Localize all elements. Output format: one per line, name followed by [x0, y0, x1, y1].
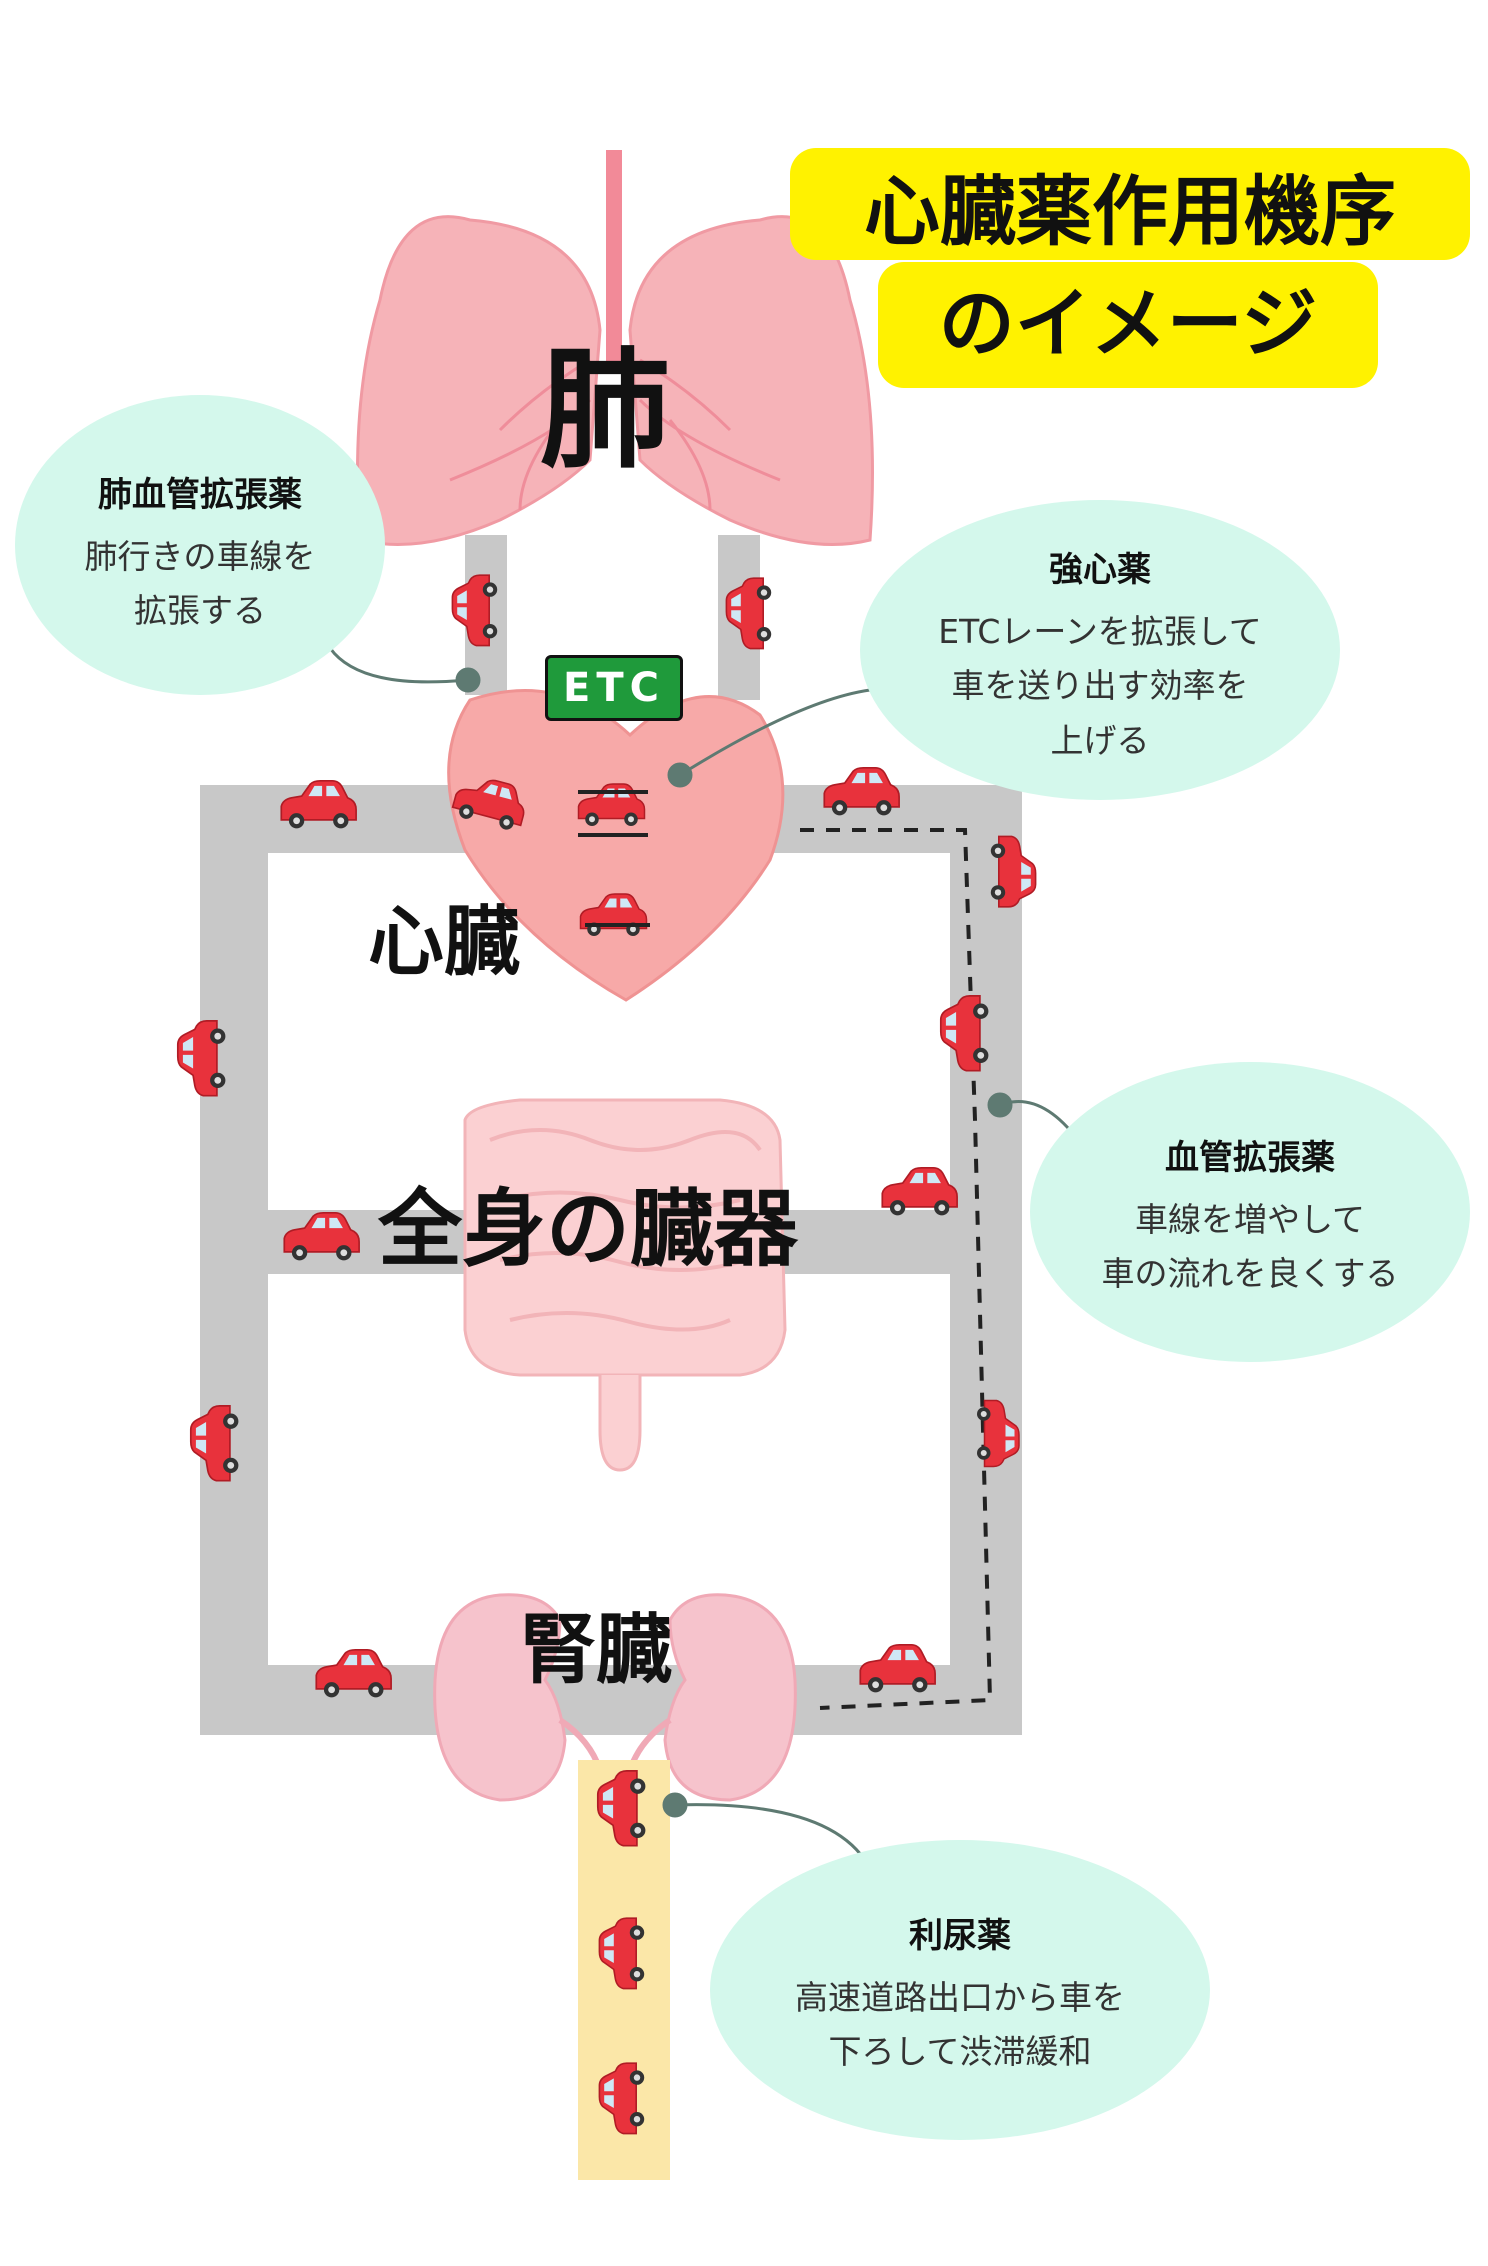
- callout-title: 血管拡張薬: [1030, 1130, 1470, 1179]
- etc-sign: ETC: [545, 655, 683, 721]
- callout-title: 肺血管拡張薬: [15, 467, 385, 516]
- callout-line: ETCレーンを拡張して: [860, 605, 1340, 659]
- callout-diuretic: 利尿薬 高速道路出口から車を 下ろして渋滞緩和: [710, 1840, 1210, 2140]
- callout-line: 上げる: [860, 714, 1340, 768]
- intestine-shape: [465, 1100, 785, 1470]
- callout-line: 下ろして渋滞緩和: [710, 2025, 1210, 2079]
- callout-line: 車線を増やして: [1030, 1193, 1470, 1247]
- title-line2: のイメージ: [939, 279, 1317, 368]
- callout-inotrope: 強心薬 ETCレーンを拡張して 車を送り出す効率を 上げる: [860, 500, 1340, 800]
- callout-line: 車の流れを良くする: [1030, 1247, 1470, 1301]
- callout-title: 利尿薬: [710, 1908, 1210, 1957]
- organs-label: 全身の臓器: [378, 1162, 798, 1283]
- diagram-title-line2-box: のイメージ: [878, 262, 1378, 388]
- callout-title: 強心薬: [860, 542, 1340, 591]
- callout-pulmonary-vasodilator: 肺血管拡張薬 肺行きの車線を 拡張する: [15, 395, 385, 695]
- callout-line: 肺行きの車線を: [15, 530, 385, 584]
- lung-label: 肺: [540, 305, 670, 493]
- callout-line: 拡張する: [15, 584, 385, 638]
- callout-vasodilator: 血管拡張薬 車線を増やして 車の流れを良くする: [1030, 1062, 1470, 1362]
- diagram-title: 心臓薬作用機序: [790, 148, 1470, 260]
- callout-line: 車を送り出す効率を: [860, 659, 1340, 713]
- title-line1: 心臓薬作用機序: [864, 167, 1396, 256]
- heart-label: 心臓: [368, 880, 520, 990]
- callout-line: 高速道路出口から車を: [710, 1971, 1210, 2025]
- kidney-label: 腎臓: [520, 1588, 672, 1698]
